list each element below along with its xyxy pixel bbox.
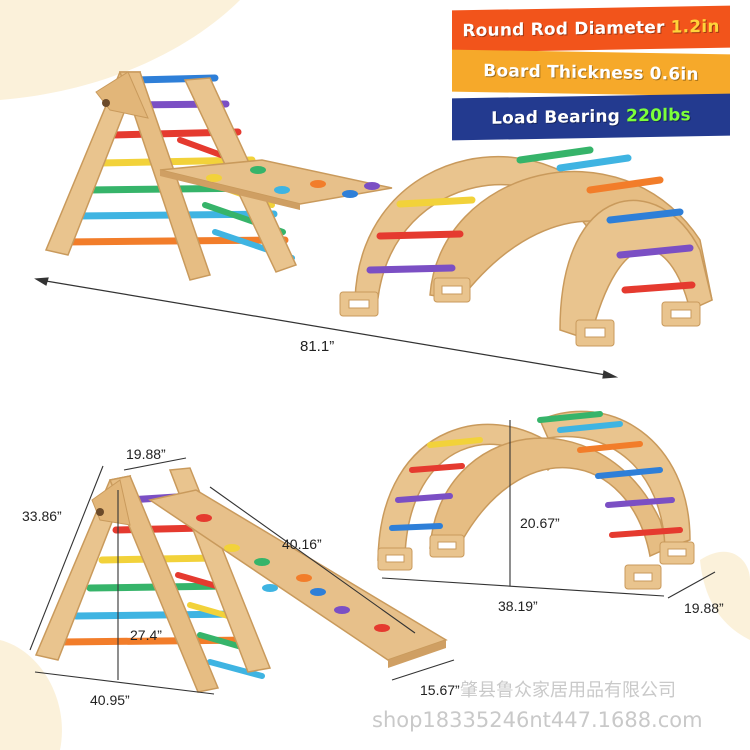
climbing-rod <box>366 264 456 274</box>
dim-inner-height: 27.4” <box>130 627 162 643</box>
spec-banner-board-thickness: Board Thickness 0.6in <box>452 49 730 97</box>
climbing-rod <box>395 493 453 503</box>
climbing-rod <box>427 437 483 448</box>
ramp-board <box>159 159 393 210</box>
dim-arch-width: 19.88” <box>684 600 724 616</box>
climbing-grip <box>296 574 312 582</box>
dim-triangle-depth: 40.95” <box>90 692 130 708</box>
spec-label: Round Rod Diameter <box>462 17 665 42</box>
climbing-rod <box>537 411 603 423</box>
climbing-rod <box>609 527 683 538</box>
dim-total-length: 81.1” <box>300 338 335 355</box>
climbing-grip <box>206 174 222 182</box>
total-length-arrow <box>34 277 619 379</box>
climbing-rod <box>376 230 464 240</box>
climbing-grip <box>342 190 358 198</box>
dim-ramp-width: 15.67” <box>420 682 460 698</box>
climbing-grip <box>374 624 390 632</box>
climbing-grip <box>274 186 290 194</box>
spec-banner-load-bearing: Load Bearing 220lbs <box>452 93 730 141</box>
climbing-rod <box>621 281 696 294</box>
spec-banner-rod-diameter: Round Rod Diameter 1.2in <box>452 5 730 53</box>
climbing-grip <box>310 588 326 596</box>
dim-arch-height: 20.67” <box>520 515 560 531</box>
dim-ramp-length: 40.16” <box>282 536 322 552</box>
dim-triangle-width: 19.88” <box>126 446 166 462</box>
climbing-grip <box>196 514 212 522</box>
dim-triangle-height: 33.86” <box>22 508 62 524</box>
watermark-company: 肇县鲁众家居用品有限公司 <box>460 680 676 701</box>
climbing-grip <box>224 544 240 552</box>
spec-label: Board Thickness <box>483 61 644 84</box>
climbing-rod <box>516 146 594 164</box>
spec-value: 1.2in <box>670 16 720 38</box>
climbing-grip <box>262 584 278 592</box>
climbing-rod <box>389 523 443 531</box>
watermark-shop: shop18335246nt447.1688.com <box>372 708 703 732</box>
climbing-rod <box>595 467 663 479</box>
arch-climber <box>339 146 713 347</box>
climbing-rod <box>207 659 265 679</box>
spec-label: Load Bearing <box>491 106 621 129</box>
climbing-rod <box>409 463 465 473</box>
climbing-rod <box>605 497 675 508</box>
climbing-rod <box>557 421 623 433</box>
dim-arch-length: 38.19” <box>498 598 538 614</box>
climbing-grip <box>310 180 326 188</box>
climbing-rod <box>616 244 694 259</box>
climbing-grip <box>250 166 266 174</box>
climbing-rod <box>606 208 684 224</box>
climbing-rod <box>396 196 476 208</box>
climbing-rod <box>586 176 664 194</box>
climbing-grip <box>254 558 270 566</box>
climbing-grip <box>364 182 380 190</box>
climbing-rod <box>556 154 632 172</box>
climbing-rod <box>577 441 643 453</box>
spec-value: 220lbs <box>626 105 691 127</box>
spec-value: 0.6in <box>649 64 699 85</box>
climbing-grip <box>334 606 350 614</box>
